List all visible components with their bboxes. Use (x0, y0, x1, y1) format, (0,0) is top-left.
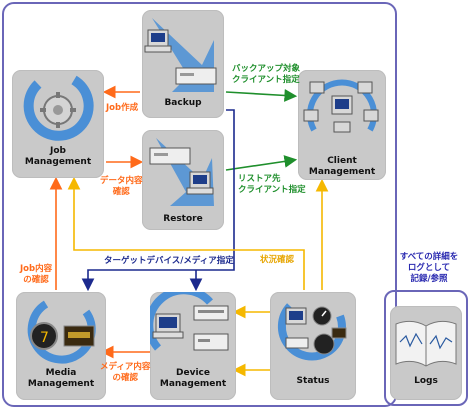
label-data-check: データ内容 確認 (100, 176, 143, 197)
label-target-device: ターゲットデバイス/メディア指定 (104, 256, 234, 266)
client-management-title: Client Management (308, 156, 376, 177)
arrow-restore-to-client (225, 155, 298, 171)
label-logs-note: すべての詳細を ログとして 記録/参照 (399, 252, 459, 284)
job-management-box: Job Management (12, 70, 104, 178)
restore-title: Restore (163, 214, 203, 224)
book-icon (395, 320, 457, 367)
label-job-content-check: Job内容 の確認 (20, 264, 53, 285)
logs-frame (384, 290, 468, 406)
device-management-box: Device Management (145, 286, 236, 400)
device-management-title: Device Management (159, 368, 227, 389)
arrow-backup-to-client (225, 89, 298, 102)
logs-title: Logs (414, 376, 438, 386)
restore-icon (149, 138, 214, 206)
job-management-title: Job Management (24, 146, 92, 167)
device-icon (145, 286, 229, 351)
backup-icon (144, 18, 217, 92)
label-backup-target: バックアップ対象 クライアント指定 (232, 64, 301, 85)
backup-box: Backup (142, 10, 224, 118)
media-management-box: 7 Media Management (16, 292, 106, 400)
restore-box: Restore (142, 130, 224, 230)
client-network-icon (303, 79, 379, 133)
svg-text:7: 7 (40, 330, 49, 346)
label-restore-target: リストア先 クライアント指定 (238, 174, 306, 195)
status-title: Status (296, 376, 330, 386)
arrow-status-to-job (67, 176, 305, 290)
arrow-target-device-media (81, 109, 235, 292)
media-management-title: Media Management (27, 368, 95, 389)
status-box: Status (270, 292, 356, 400)
label-job-create: Job作成 (106, 103, 139, 113)
media-icon: 7 (27, 300, 96, 364)
label-status-check: 状況確認 (260, 255, 295, 265)
status-icon (277, 303, 347, 361)
system-frame (2, 2, 397, 407)
client-management-box: Client Management (298, 70, 386, 180)
gear-icon (23, 75, 94, 141)
backup-title: Backup (164, 98, 202, 108)
label-media-content-check: メディア内容 の確認 (100, 362, 151, 383)
logs-box: Logs (390, 306, 462, 400)
